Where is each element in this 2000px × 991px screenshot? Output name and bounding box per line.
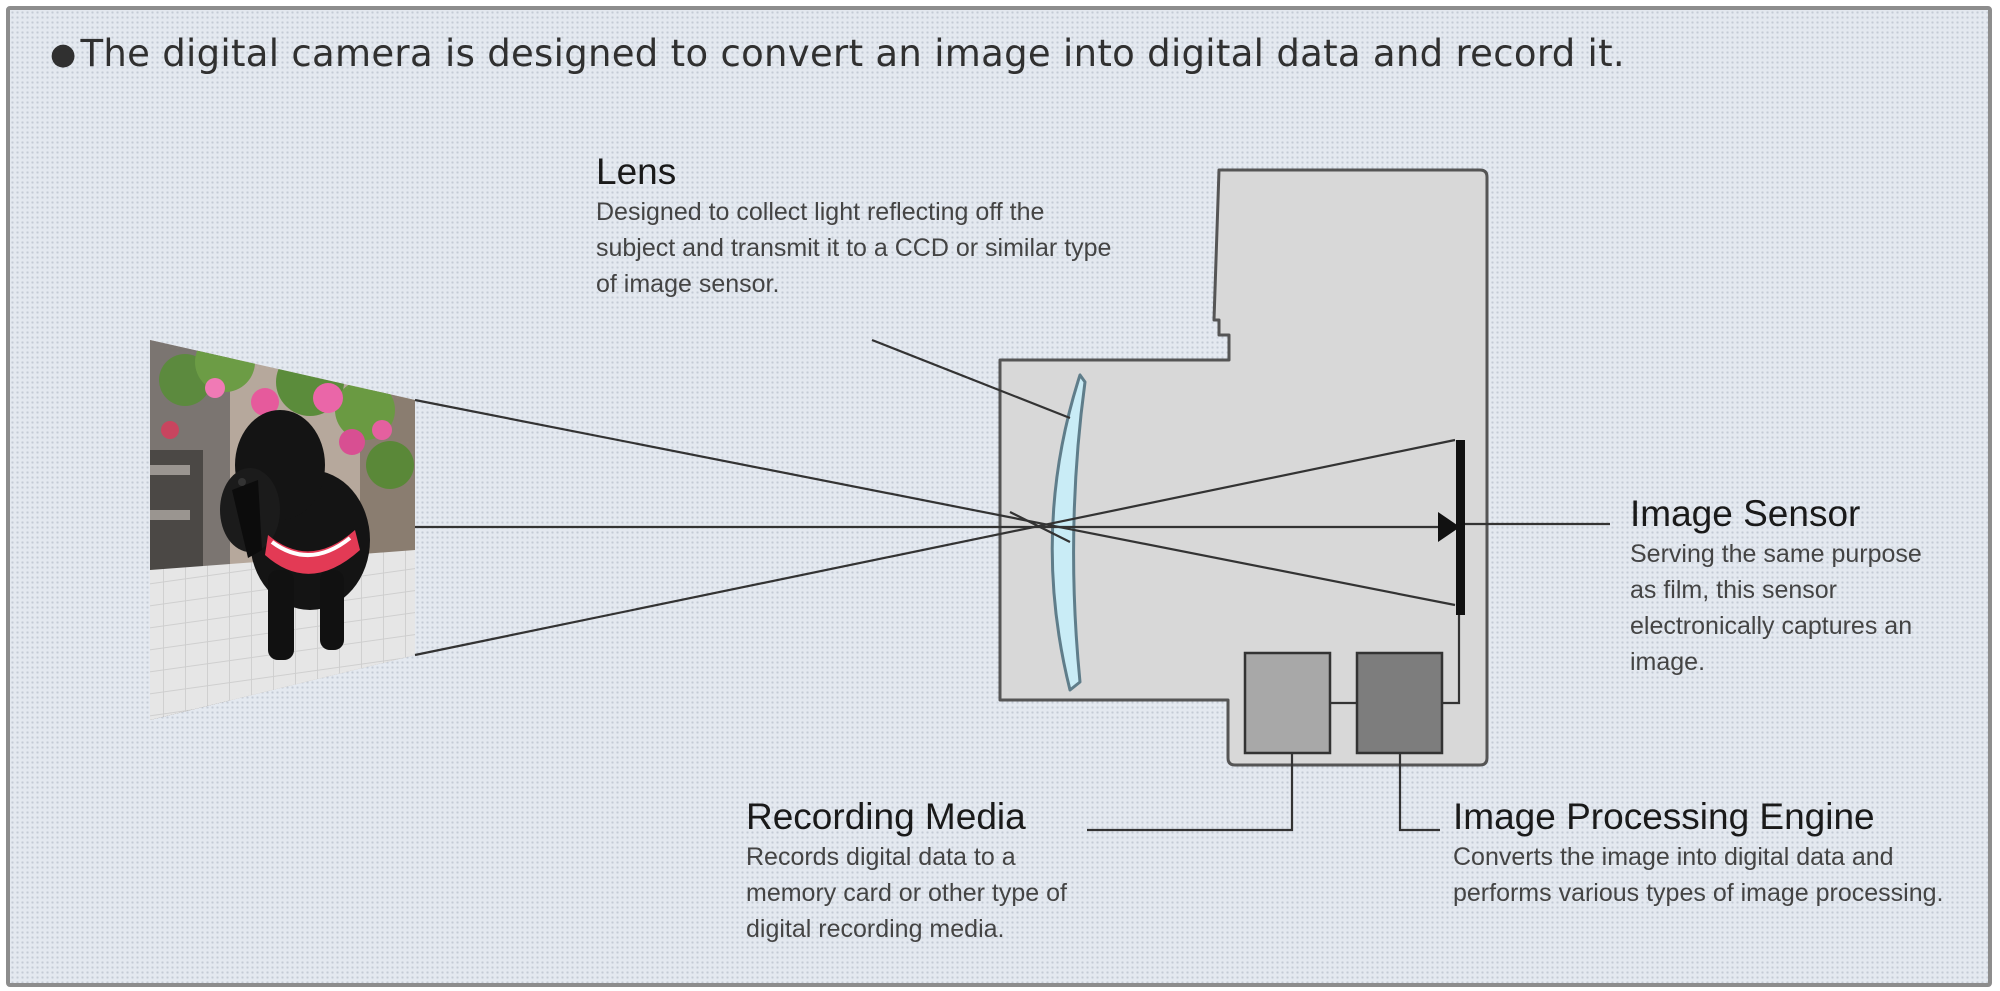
image-sensor-label: Image Sensor Serving the same purpose as… xyxy=(1630,492,1930,680)
image-processing-engine-title: Image Processing Engine xyxy=(1453,796,1875,837)
image-processing-engine-label: Image Processing Engine Converts the ima… xyxy=(1453,795,1983,911)
diagram-frame: ●The digital camera is designed to conve… xyxy=(6,6,1992,987)
headline-text: The digital camera is designed to conver… xyxy=(80,32,1625,75)
lens-element xyxy=(1050,373,1087,692)
dog-photo-icon xyxy=(150,340,415,720)
lens-description: Designed to collect light reflecting off… xyxy=(596,198,1112,298)
bullet-dot-icon: ● xyxy=(50,37,77,72)
ray-arrowhead-icon xyxy=(1438,512,1460,542)
image-sensor-plate xyxy=(1456,440,1465,615)
light-rays xyxy=(414,398,1456,657)
recording-media-box xyxy=(1243,651,1332,755)
camera-diagram xyxy=(150,168,1610,832)
image-sensor-title: Image Sensor xyxy=(1630,493,1861,534)
dog xyxy=(220,410,370,660)
image-sensor-description: Serving the same purpose as film, this s… xyxy=(1630,540,1922,676)
recording-media-title: Recording Media xyxy=(746,796,1026,837)
lens-label: Lens Designed to collect light reflectin… xyxy=(596,150,1116,302)
headline: ●The digital camera is designed to conve… xyxy=(50,32,1625,75)
image-processing-engine-description: Converts the image into digital data and… xyxy=(1453,843,1944,907)
recording-media-label: Recording Media Records digital data to … xyxy=(746,795,1106,947)
recording-media-description: Records digital data to a memory card or… xyxy=(746,843,1067,943)
processing-engine-box xyxy=(1355,651,1444,755)
lens-title: Lens xyxy=(596,151,677,192)
leader-lines xyxy=(871,338,1610,832)
camera-body xyxy=(998,168,1489,767)
